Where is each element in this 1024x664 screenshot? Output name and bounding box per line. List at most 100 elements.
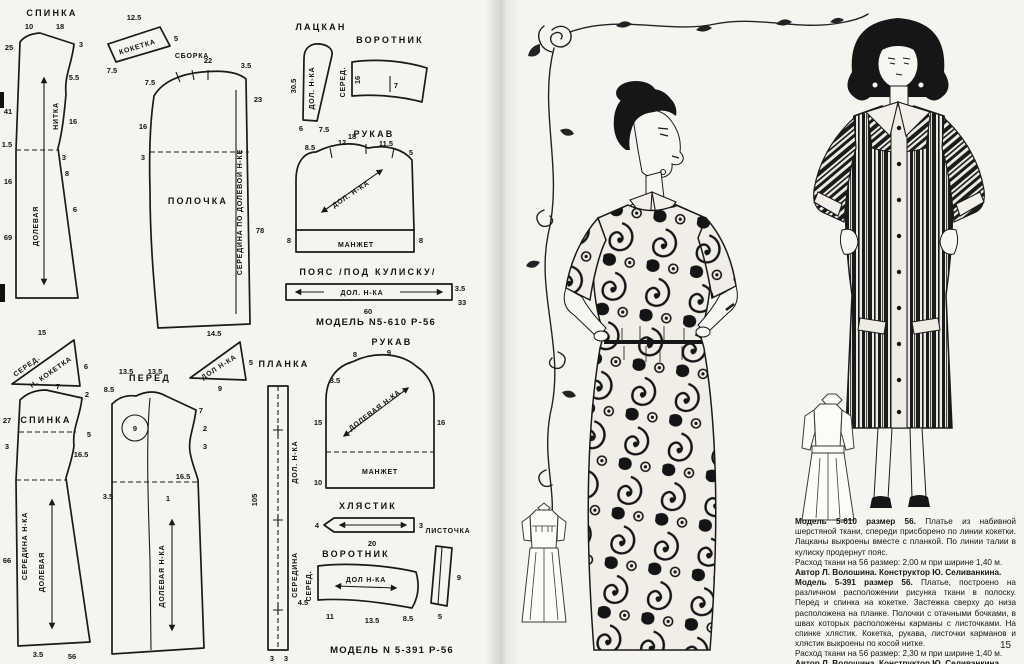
piece-title: ПОЯС /ПОД КУЛИСКУ/ (299, 267, 436, 277)
collar-left (864, 101, 899, 138)
sleeve-right (697, 216, 737, 300)
page-number: 15 (1000, 640, 1012, 651)
piece-title: ЛАЦКАН (295, 22, 346, 32)
sketch-sleeve-right (556, 515, 567, 542)
sketch-yoke (532, 525, 556, 532)
collar-right (897, 101, 932, 138)
dim-label: 56 (68, 652, 76, 661)
dim-label: 7.5 (319, 125, 329, 134)
fold-label: СЕРЕДИНА Н-КА (22, 512, 29, 580)
dim-label: 22 (204, 56, 212, 65)
dress-body (587, 204, 717, 651)
model-descriptions: Модель 5-610 размер 56. Платье из набивн… (795, 517, 1016, 664)
hand-right (695, 326, 711, 338)
branch-leaves (616, 17, 844, 32)
dim-label: 9 (457, 573, 461, 582)
model-label-1: МОДЕЛЬ N5-610 Р-56 (316, 317, 436, 328)
pattern-planka: ПЛАНКА 105 ДОЛ. Н-КА СЕРЕДИНА 3 3 (250, 359, 310, 663)
dim-label: 3 (284, 654, 288, 663)
piece-title: ПОЛОЧКА (168, 196, 228, 206)
face (631, 109, 684, 179)
vine-stem (544, 47, 556, 529)
vine-branch (569, 13, 869, 33)
leg-left (873, 427, 893, 500)
dim-label: 8 (65, 169, 69, 178)
dim-label: 9 (218, 384, 222, 393)
shoe-left (870, 496, 892, 508)
model1-author: Автор Л. Волошина. Конструктор Ю. Селива… (795, 567, 1002, 577)
sketch-sleeve-left (801, 409, 816, 451)
pattern-khlyastik: ХЛЯСТИК 4 20 3 (315, 501, 423, 548)
dim-label: 27 (3, 416, 11, 425)
cuff-left (813, 191, 843, 217)
technical-sketch-5391 (521, 502, 567, 623)
pattern-spinka-1: СПИНКА 10 18 25 3 5.5 41 16 1.5 3 16 8 6… (2, 8, 83, 299)
dim-label: 16 (353, 76, 362, 84)
grain-label: ДОЛ. Н-КА (341, 290, 384, 297)
piece-title: СПИНКА (26, 8, 77, 18)
technical-sketch-5610 (801, 393, 855, 521)
dim-label: 11.5 (379, 139, 393, 148)
earring (871, 81, 879, 89)
pattern-spinka-2: СПИНКА 27 3 7 2 16.5 5 66 3.5 56 СЕРЕДИН… (3, 382, 91, 661)
sleeve-left (565, 216, 607, 302)
dim-label: 8.5 (104, 385, 114, 394)
dim-label: 16 (4, 177, 12, 186)
hand-right (939, 228, 959, 255)
dim-label: 3 (62, 153, 66, 162)
face-features (657, 127, 680, 159)
dim-label: 3 (419, 521, 423, 530)
dim-label: 8.5 (403, 614, 413, 623)
pattern-diagrams-page: СПИНКА 10 18 25 3 5.5 41 16 1.5 3 16 8 6… (0, 8, 470, 663)
dim-label: 66 (3, 556, 11, 565)
grain-label: ДОЛ. Н-КА (331, 180, 371, 210)
sketch-seam-lines (815, 453, 841, 520)
grain-label: НИТКА (53, 102, 60, 130)
dim-label: 7.5 (107, 66, 117, 75)
cuff-label: МАНЖЕТ (362, 469, 398, 476)
stem-curls (536, 209, 566, 488)
dim-label: 25 (5, 43, 13, 52)
dim-label: 16 (139, 122, 147, 131)
pattern-outline (295, 143, 415, 231)
gather-notches (175, 69, 209, 83)
model1-fabric: Расход ткани на 56 размер: 2,00 м при ши… (795, 557, 1003, 567)
dim-label: 8 (419, 236, 423, 245)
pattern-outline (323, 517, 415, 533)
model2-author: Автор Л. Волошина. Конструктор Ю. Селива… (795, 659, 1002, 664)
notch-marks (329, 144, 395, 159)
belt-knot (646, 338, 654, 346)
dim-label: 16 (437, 418, 445, 427)
dim-label: 3 (270, 654, 274, 663)
dim-label: 15 (314, 418, 322, 427)
hand-left (593, 330, 609, 342)
grain-label: ДОЛ. Н-КА (309, 67, 316, 110)
bracelet (725, 303, 735, 311)
dim-label: 3.5 (330, 376, 340, 385)
dim-label: 10 (25, 22, 33, 31)
dim-label: 3 (5, 442, 9, 451)
dim-label: 7.5 (145, 78, 155, 87)
sketch-bodice (813, 403, 843, 449)
fold-label: СЕРЕД. (306, 571, 313, 602)
dim-label: 14.5 (207, 329, 222, 338)
sketch-bodice (529, 509, 559, 549)
piece-title: ПЛАНКА (259, 359, 310, 369)
dim-label: 16.5 (176, 472, 191, 481)
dim-label: 60 (364, 307, 372, 316)
model-striped-dress-figure (813, 18, 985, 508)
pattern-vorotnik-2: ВОРОТНИК СЕРЕД. ДОЛ Н-КА 4.5 11 13.5 8.5 (298, 549, 419, 625)
dim-label: 13.5 (365, 616, 380, 625)
piece-title: ЛИСТОЧКА (425, 528, 470, 535)
pocket-left (857, 317, 887, 335)
dim-label: 12 (338, 138, 346, 147)
model2-fabric: Расход ткани на 56 размер: 2,30 м при ши… (795, 649, 1003, 659)
fold-line (437, 546, 443, 605)
dim-label: 5 (249, 358, 253, 367)
leaf (528, 44, 540, 57)
model1-text: Платье из набивной шерстяной ткани, спер… (795, 517, 1016, 557)
dim-label: 105 (250, 494, 259, 507)
model1-description: Модель 5-610 размер 56. Платье из набивн… (795, 517, 1016, 558)
model-label-2: МОДЕЛЬ N 5-391 Р-56 (330, 645, 454, 656)
